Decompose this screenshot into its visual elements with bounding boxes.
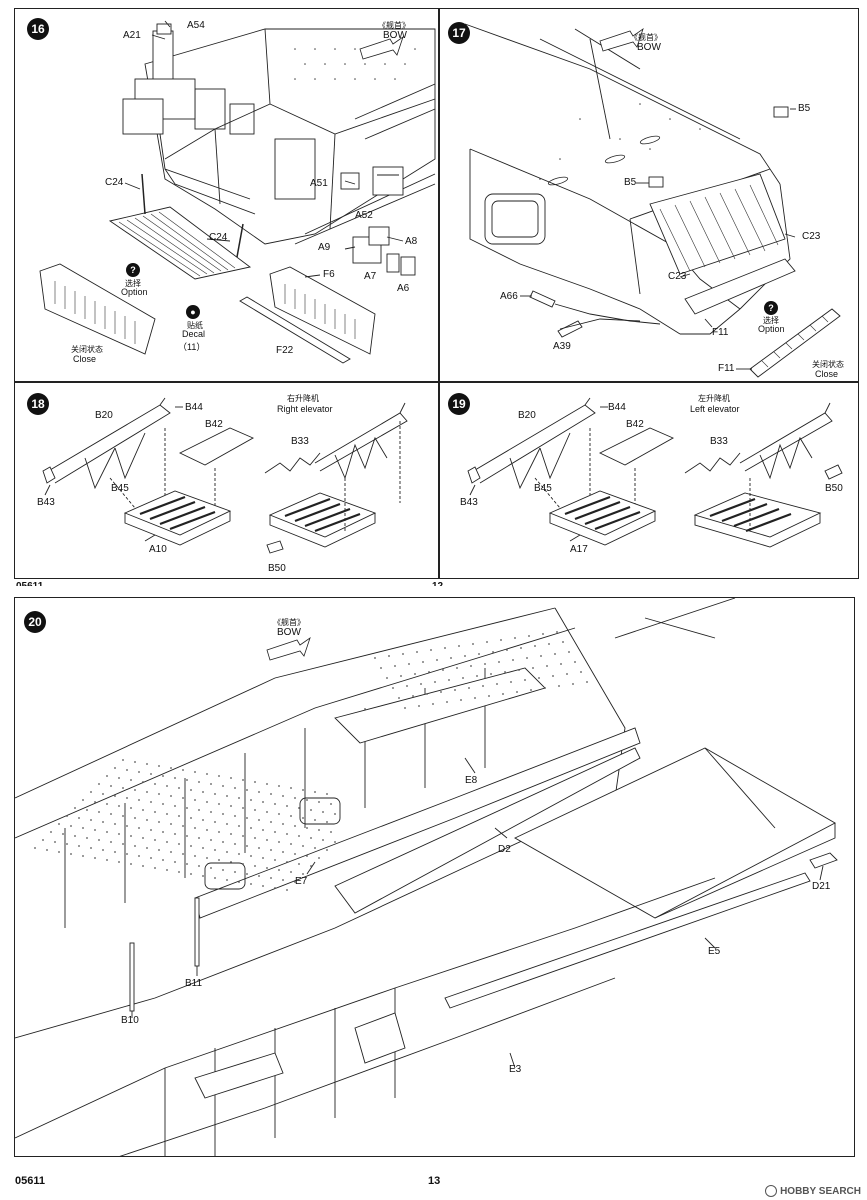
step-16-close-cn: 关闭状态 (71, 345, 103, 354)
part-label: A21 (123, 30, 141, 41)
step-19-panel: 19 (439, 382, 859, 579)
part-label: F11 (718, 363, 735, 374)
hobby-search-logo-icon (765, 1185, 778, 1197)
step-17-bow-cn: 《舰首》 (630, 33, 662, 42)
part-label: B33 (291, 436, 309, 447)
step-16-option-en: Option (121, 287, 148, 297)
part-label: B20 (95, 410, 113, 421)
step-17-drawing (464, 23, 841, 378)
part-label: C23 (802, 231, 821, 242)
prev-page-code: 05611 (16, 581, 44, 592)
page-number: 13 (428, 1175, 441, 1187)
step-17-bow-en: BOW (637, 42, 661, 53)
step-17-option-en: Option (758, 324, 785, 334)
part-label: A7 (364, 271, 377, 282)
part-label: A66 (500, 291, 518, 302)
step-16-decal-en: Decal (182, 329, 206, 339)
step-18-drawing (42, 397, 408, 554)
step-18-number: 18 (27, 393, 49, 415)
option-hint-icon: ? (126, 263, 140, 277)
step-16-drawing (39, 20, 436, 364)
part-label: D21 (812, 881, 831, 892)
watermark-text: HOBBY SEARCH (780, 1185, 861, 1197)
step-18-title-cn: 右升降机 (287, 394, 319, 403)
step-17-panel: 17 (439, 8, 859, 382)
option-hint-icon: ? (764, 301, 778, 315)
part-label: A9 (318, 242, 331, 253)
step-17-close-cn: 关闭状态 (812, 360, 844, 369)
part-label: E5 (708, 946, 721, 957)
part-label: C24 (105, 177, 124, 188)
part-label: B45 (534, 483, 552, 494)
part-label: A54 (187, 20, 205, 31)
step-20-bow-en: BOW (277, 627, 301, 638)
step-18-title-en: Right elevator (277, 404, 333, 414)
part-label: C23 (668, 271, 687, 282)
part-label: B50 (268, 563, 286, 574)
part-label: A17 (570, 544, 588, 555)
part-label: B11 (185, 978, 203, 989)
step-19-drawing (467, 397, 843, 548)
step-19-title-cn: 左升降机 (698, 394, 730, 403)
part-label: B42 (626, 419, 644, 430)
step-19-number: 19 (448, 393, 470, 415)
step-16-option-cn: 选择 (125, 279, 141, 288)
part-label: C24 (209, 232, 228, 243)
part-label: B5 (624, 177, 637, 188)
decal-icon: ● (186, 305, 200, 319)
part-label: B33 (710, 436, 728, 447)
step-17-close-en: Close (815, 369, 839, 379)
part-label: A10 (149, 544, 167, 555)
step-20-panel: 20 (14, 597, 855, 1157)
step-20-bow-cn: 《舰首》 (273, 618, 305, 627)
part-label: A52 (355, 210, 373, 221)
step-16-decal-cn: 贴纸 (187, 321, 203, 330)
part-label: F22 (276, 345, 294, 356)
watermark: HOBBY SEARCH (765, 1185, 861, 1197)
part-label: B50 (825, 483, 843, 494)
part-label: D2 (498, 844, 511, 855)
part-label: B42 (205, 419, 223, 430)
step-16-close-en: Close (73, 354, 97, 364)
part-label: B20 (518, 410, 536, 421)
step-16-bow-cn: 《舰首》 (378, 21, 410, 30)
step-20-drawing (15, 598, 838, 1156)
part-label: E7 (295, 876, 308, 887)
step-16-decal-num: （11） (178, 342, 206, 352)
step-16-bow-en: BOW (383, 30, 407, 41)
step-17-number: 17 (448, 22, 470, 44)
part-label: B10 (121, 1015, 139, 1026)
part-label: B45 (111, 483, 129, 494)
part-label: B44 (185, 402, 203, 413)
step-19-title-en: Left elevator (690, 404, 740, 414)
part-label: E8 (465, 775, 478, 786)
step-17-option-cn: 选择 (763, 316, 779, 325)
part-label: A39 (553, 341, 571, 352)
part-label: B44 (608, 402, 626, 413)
part-label: E3 (509, 1064, 522, 1075)
prev-page-number: 12 (432, 581, 444, 592)
part-label: B43 (37, 497, 55, 508)
part-label: A51 (310, 178, 328, 189)
step-20-number: 20 (24, 611, 46, 633)
step-16-number: 16 (27, 18, 49, 40)
page-code: 05611 (15, 1175, 45, 1187)
part-label: A8 (405, 236, 418, 247)
part-label: F11 (712, 327, 729, 338)
part-label: A6 (397, 283, 410, 294)
step-16-panel: 16 (14, 8, 439, 382)
part-label: F6 (323, 269, 335, 280)
step-18-panel: 18 (14, 382, 439, 579)
part-label: B43 (460, 497, 478, 508)
part-label: B5 (798, 103, 811, 114)
